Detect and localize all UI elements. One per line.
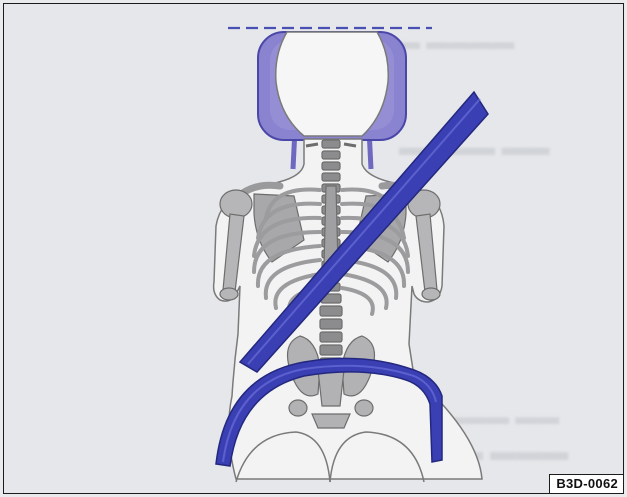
figure-frame: ▬▬▬ ▬▬ ▬▬▬▬ ▬▬▬▬ ▬▬ ▬▬▬ ▬▬▬▬ ▬▬ ▬▬▬▬ ▬▬▬: [3, 3, 624, 494]
seatbelt-diagram: [4, 4, 623, 493]
figure-code-label: B3D-0062: [549, 474, 624, 494]
